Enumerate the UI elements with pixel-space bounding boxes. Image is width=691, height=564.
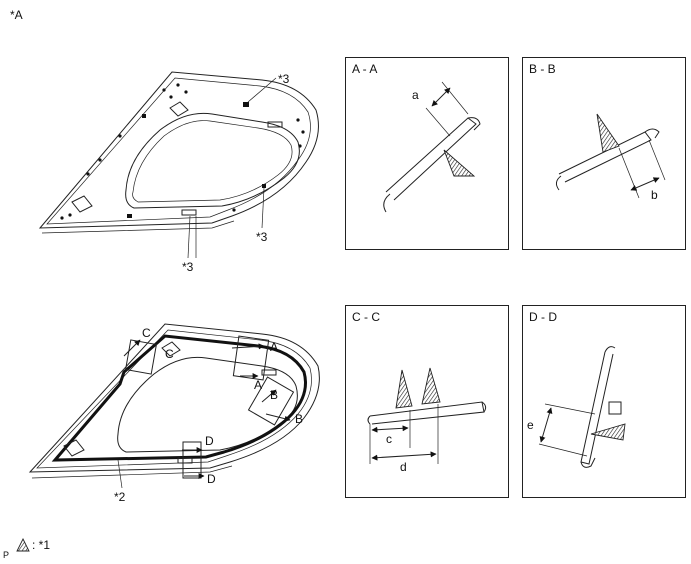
- section-panel-d: D - D e: [522, 305, 686, 498]
- section-c-drawing: [367, 367, 487, 464]
- section-marker-c2: C: [165, 347, 174, 361]
- section-title-d: D - D: [529, 310, 557, 324]
- dim-c: c: [386, 432, 392, 446]
- callout-bottom: *2: [114, 490, 126, 504]
- section-b-drawing: [555, 113, 666, 199]
- section-panel-b: B - B b: [522, 57, 686, 250]
- section-a-drawing: [383, 81, 481, 213]
- section-marker-d2: D: [207, 472, 216, 486]
- section-panel-a: A - A a: [345, 57, 509, 250]
- section-d-drawing: [538, 346, 626, 468]
- dim-e: e: [527, 418, 534, 432]
- dim-a: a: [412, 88, 419, 102]
- corner-mark: P: [3, 550, 10, 560]
- section-marker-b2: B: [295, 412, 304, 426]
- section-title-b: B - B: [529, 62, 556, 76]
- section-title-c: C - C: [352, 310, 380, 324]
- section-marker-c1: C: [142, 326, 151, 340]
- dim-b: b: [651, 188, 658, 202]
- section-title-a: A - A: [352, 62, 378, 76]
- dim-d: d: [400, 460, 407, 474]
- section-marker-a2: A: [254, 378, 263, 392]
- callout-top-2: *3: [256, 230, 268, 244]
- callout-top-1: *3: [278, 72, 290, 86]
- callout-top-3: *3: [182, 260, 194, 274]
- hatched-triangle-icon: [16, 537, 30, 552]
- legend-text: : *1: [32, 538, 51, 552]
- quarter-glass-bottom: [28, 323, 320, 489]
- section-panel-c: C - C c d: [345, 305, 509, 498]
- section-marker-b1: B: [270, 388, 279, 402]
- quarter-glass-top: [38, 71, 319, 259]
- view-label: *A: [10, 8, 23, 22]
- section-marker-a1: A: [270, 340, 279, 354]
- section-marker-d1: D: [205, 434, 214, 448]
